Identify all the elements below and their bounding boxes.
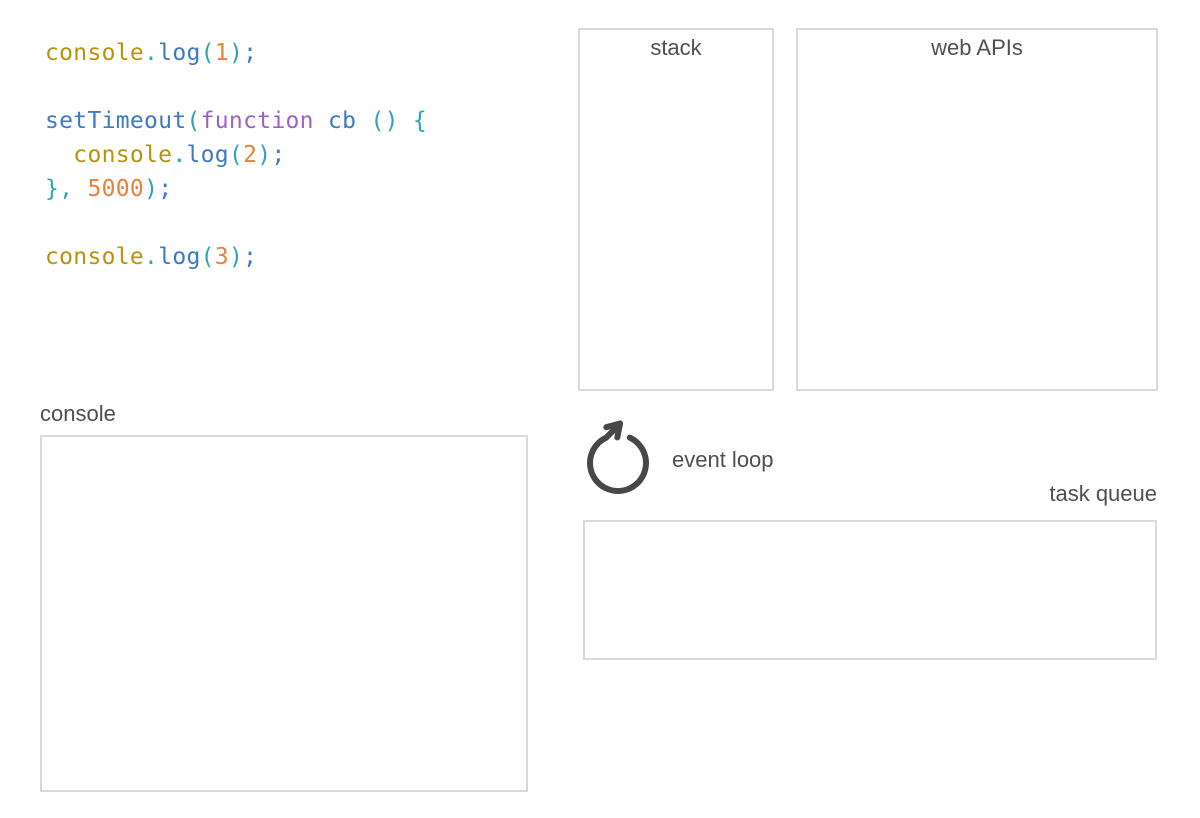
code-token: )	[257, 142, 272, 168]
code-line: console.log(3);	[45, 240, 427, 274]
code-line: console.log(2);	[45, 138, 427, 172]
code-token	[314, 108, 328, 134]
code-token: )	[228, 40, 244, 66]
code-token: ;	[243, 244, 258, 270]
code-token: log	[158, 40, 201, 66]
code-token	[73, 176, 87, 202]
code-token: )	[144, 176, 159, 202]
console-label: console	[40, 401, 116, 426]
code-token: console	[45, 40, 145, 66]
task-queue-panel	[583, 520, 1157, 660]
code-token: function	[200, 108, 314, 134]
code-token: ,	[59, 176, 74, 202]
code-token: ()	[370, 108, 399, 134]
web-apis-label: web APIs	[931, 35, 1023, 60]
code-token	[399, 108, 413, 134]
code-token	[356, 108, 370, 134]
code-token: }	[45, 176, 60, 202]
code-token: 2	[243, 142, 258, 168]
code-token: setTimeout	[45, 108, 187, 134]
code-token: .	[144, 244, 159, 270]
code-token: (	[186, 108, 201, 134]
code-line	[45, 206, 427, 240]
console-panel	[40, 435, 528, 792]
code-line: console.log(1);	[45, 36, 427, 70]
code-token: ;	[271, 142, 286, 168]
code-editor[interactable]: console.log(1); setTimeout(function cb (…	[45, 36, 427, 274]
code-token: 5000	[87, 176, 145, 202]
code-token: .	[144, 40, 159, 66]
code-token: (	[200, 244, 215, 270]
code-token: (	[200, 40, 215, 66]
code-token: 1	[214, 40, 229, 66]
code-line	[45, 70, 427, 104]
code-line: }, 5000);	[45, 172, 427, 206]
code-token	[45, 142, 73, 168]
code-token: console	[45, 244, 145, 270]
task-queue-label: task queue	[1049, 481, 1157, 506]
code-token: ;	[243, 40, 258, 66]
code-token: 3	[214, 244, 229, 270]
event-loop-label: event loop	[672, 447, 774, 472]
rotate-clockwise-icon	[587, 420, 649, 494]
code-token: log	[186, 142, 229, 168]
web-apis-panel: web APIs	[796, 28, 1158, 391]
code-token: )	[228, 244, 244, 270]
code-token: ;	[158, 176, 173, 202]
code-token: (	[228, 142, 244, 168]
code-token: {	[412, 108, 428, 134]
stack-label: stack	[650, 35, 702, 60]
code-line: setTimeout(function cb () {	[45, 104, 427, 138]
code-token: log	[158, 244, 201, 270]
stack-panel: stack	[578, 28, 774, 391]
code-token: cb	[327, 108, 357, 134]
code-token: console	[73, 142, 173, 168]
code-token: .	[172, 142, 187, 168]
